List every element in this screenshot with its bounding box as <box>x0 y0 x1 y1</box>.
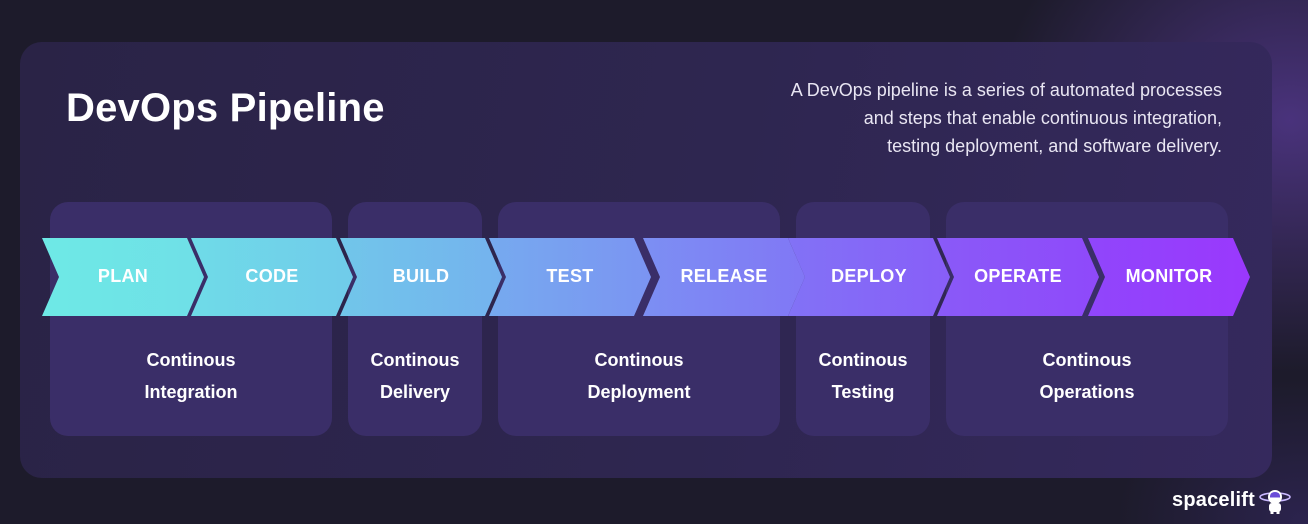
group-label: Continous Delivery <box>348 344 482 408</box>
stage-arrow-deploy <box>788 238 950 316</box>
group-label-line1: Continous <box>146 350 236 370</box>
stage-label-build: BUILD <box>392 266 450 286</box>
stage-arrow-code <box>191 238 353 316</box>
page-title: DevOps Pipeline <box>66 86 385 130</box>
group-label-line2: Deployment <box>587 382 691 402</box>
stage-label-test: TEST <box>546 266 594 286</box>
group-label-line1: Continous <box>1042 350 1132 370</box>
stage-label-deploy: DEPLOY <box>831 266 907 286</box>
stage-arrow-operate <box>937 238 1099 316</box>
group-label-line2: Operations <box>1039 382 1135 402</box>
brand-name: spacelift <box>1172 488 1255 511</box>
description: A DevOps pipeline is a series of automat… <box>662 76 1222 160</box>
astronaut-icon <box>1259 490 1291 514</box>
stage-arrow-test <box>489 238 651 316</box>
stage-label-code: CODE <box>245 266 299 286</box>
description-line: and steps that enable continuous integra… <box>863 108 1222 128</box>
group-label-line1: Continous <box>370 350 460 370</box>
stage-label-monitor: MONITOR <box>1125 266 1213 286</box>
group-label: Continous Testing <box>796 344 930 408</box>
group-label: Continous Integration <box>50 344 332 408</box>
stage-arrow-release <box>643 238 805 316</box>
group-label-line1: Continous <box>818 350 908 370</box>
stage-arrow-build <box>340 238 502 316</box>
group-label-line2: Testing <box>831 382 895 402</box>
group-label: Continous Operations <box>946 344 1228 408</box>
brand-logo: spacelift <box>1172 486 1292 514</box>
description-line: A DevOps pipeline is a series of automat… <box>790 80 1222 100</box>
description-line: testing deployment, and software deliver… <box>887 136 1222 156</box>
group-label-line2: Delivery <box>379 382 451 402</box>
stage-arrow-plan <box>42 238 204 316</box>
group-label: Continous Deployment <box>498 344 780 408</box>
stage-label-plan: PLAN <box>97 266 149 286</box>
group-label-line2: Integration <box>144 382 238 402</box>
stage-label-release: RELEASE <box>680 266 768 286</box>
stage-arrow-monitor <box>1088 238 1250 316</box>
stage-label-operate: OPERATE <box>974 266 1062 286</box>
group-label-line1: Continous <box>594 350 684 370</box>
